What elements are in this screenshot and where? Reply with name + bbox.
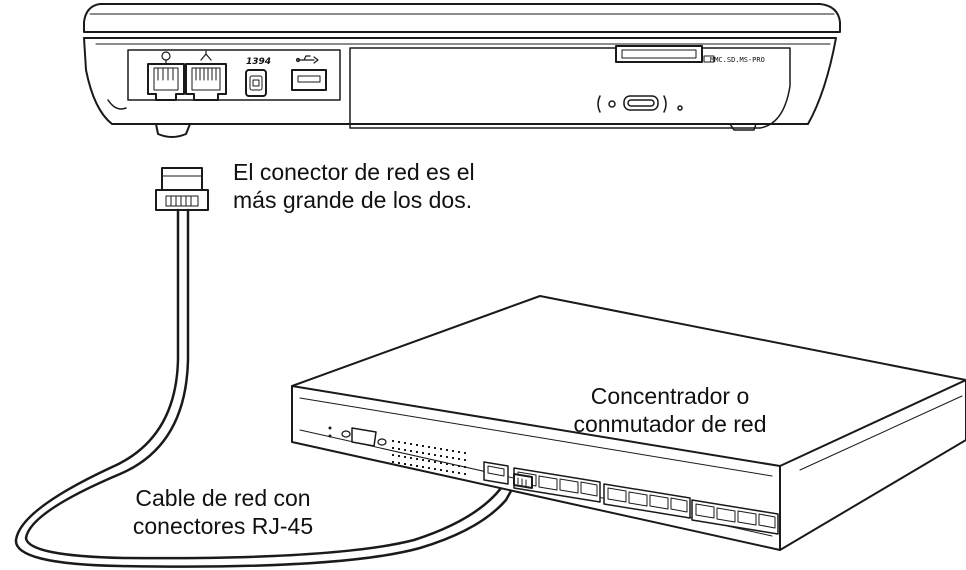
network-icon [200,50,212,61]
modem-port[interactable] [147,63,185,101]
connector-note: El conector de red es el más grande de l… [233,158,475,214]
network-cable [14,208,518,568]
hub-label-line-1: Concentrador o [590,383,750,409]
card-reader-slot[interactable] [615,45,715,63]
firewire-label: 1394 [246,57,271,67]
network-cable-inner [24,208,510,560]
hub-label: Concentrador o conmutador de red [550,382,790,438]
cable-label: Cable de red con conectores RJ-45 [108,484,338,540]
phone-icon [161,51,171,64]
laptop-port-panel [127,49,341,101]
laptop-foot-right [729,123,757,131]
hub-label-line-2: conmutador de red [573,411,767,437]
lan-port[interactable] [185,63,227,101]
rj45-plug-top [155,167,209,211]
firewire-port[interactable] [245,69,267,97]
serial-port [341,427,387,447]
optical-drive [349,47,791,129]
laptop-foot-left [155,123,191,138]
connector-note-line-2: más grande de los dos. [233,187,473,213]
network-switch [291,295,966,551]
optical-drive-controls [597,95,683,113]
connector-note-line-1: El conector de red es el [233,159,475,185]
cable-label-line-1: Cable de red con [135,485,311,511]
switch-uplink-port[interactable] [483,461,509,485]
switch-vent [392,440,466,475]
laptop: 1394 MMC.SD.MS-PRO [83,3,841,138]
switch-port-group-3[interactable] [691,499,779,535]
card-reader-label: MMC.SD.MS-PRO [710,56,765,64]
switch-port-group-2[interactable] [603,483,691,519]
usb-port[interactable] [291,69,327,91]
usb-icon [295,55,319,64]
laptop-lid [83,3,841,33]
cable-label-line-2: conectores RJ-45 [132,513,314,539]
switch-side [779,379,966,551]
rj45-plug-inserted [513,473,533,489]
